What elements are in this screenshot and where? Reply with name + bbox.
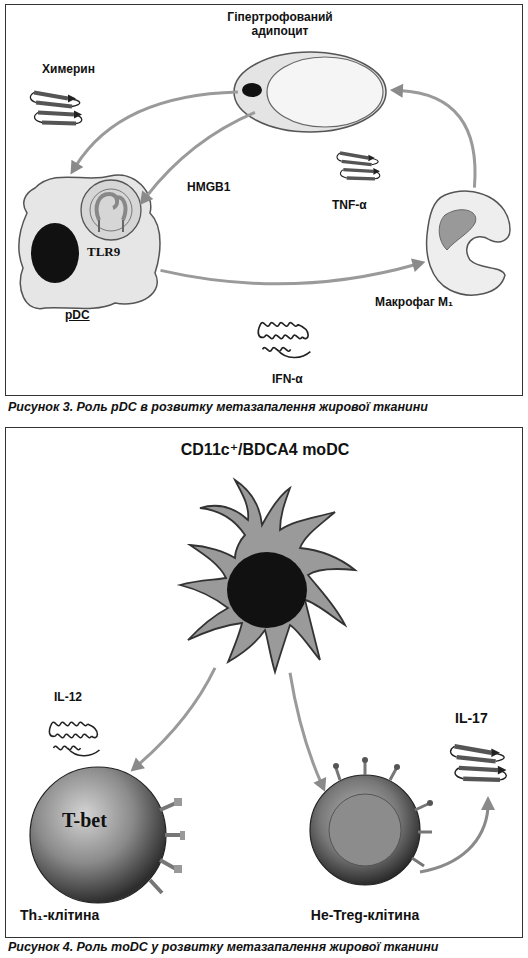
- macrophage-cell-shape: [375, 185, 515, 313]
- cell-label: Макрофаг M₁: [375, 295, 453, 309]
- arrowhead: [411, 259, 425, 272]
- transcription-factor: T-bet: [62, 809, 107, 832]
- dendritic-cell: CD11c⁺/BDCA4 moDC: [140, 440, 390, 685]
- cell-label: Гіпертрофований адипоцит: [225, 10, 335, 38]
- endosome: TLR9: [75, 178, 147, 268]
- th1-cell: T-betTh₁-клітина: [20, 765, 185, 925]
- connector: [390, 84, 475, 188]
- th1-cell-shape: [20, 765, 185, 925]
- cell-label: Не-Treg-клітина: [290, 907, 440, 923]
- adipocyte-cell-shape: [225, 10, 395, 138]
- edge-label: TNF-α: [330, 198, 369, 212]
- cytokine-label: IL-17: [455, 710, 488, 726]
- edge-label: HMGB1: [185, 180, 232, 194]
- connector: [161, 259, 426, 284]
- non-treg-cell: Не-Treg-клітина: [290, 770, 460, 928]
- arrowhead: [71, 160, 84, 175]
- connector: [131, 668, 215, 772]
- connector-line: [290, 673, 321, 783]
- non-treg-cell-shape: [290, 770, 460, 928]
- edge-label: Химерин: [40, 62, 97, 76]
- connector-line: [161, 265, 416, 284]
- cell-label: CD11c⁺/BDCA4 moDC: [140, 440, 390, 459]
- dendritic-cell-shape: [140, 440, 390, 685]
- edge-label: IL-12: [52, 690, 84, 704]
- connector-line: [400, 91, 475, 188]
- arrowhead: [313, 777, 326, 792]
- cell-label: pDC: [65, 308, 90, 322]
- arrowhead: [140, 190, 153, 205]
- edge-label: IFN-α: [270, 372, 305, 386]
- connector-line: [138, 668, 215, 765]
- receptor-label: TLR9: [87, 244, 120, 260]
- macrophage-cell: Макрофаг M₁: [375, 185, 515, 313]
- figure-caption: Рисунок 4. Роль moDC у розвитку метазапа…: [8, 940, 438, 954]
- arrowhead: [390, 84, 403, 98]
- connector-line: [146, 112, 255, 197]
- adipocyte-cell: Гіпертрофований адипоцит: [225, 10, 395, 138]
- figure-caption: Рисунок 3. Роль pDC в розвитку метазапал…: [8, 400, 428, 414]
- arrowhead: [131, 758, 145, 772]
- connector: [140, 112, 255, 205]
- cell-label: Th₁-клітина: [20, 907, 99, 923]
- connector: [290, 673, 326, 792]
- connector-line: [76, 92, 238, 166]
